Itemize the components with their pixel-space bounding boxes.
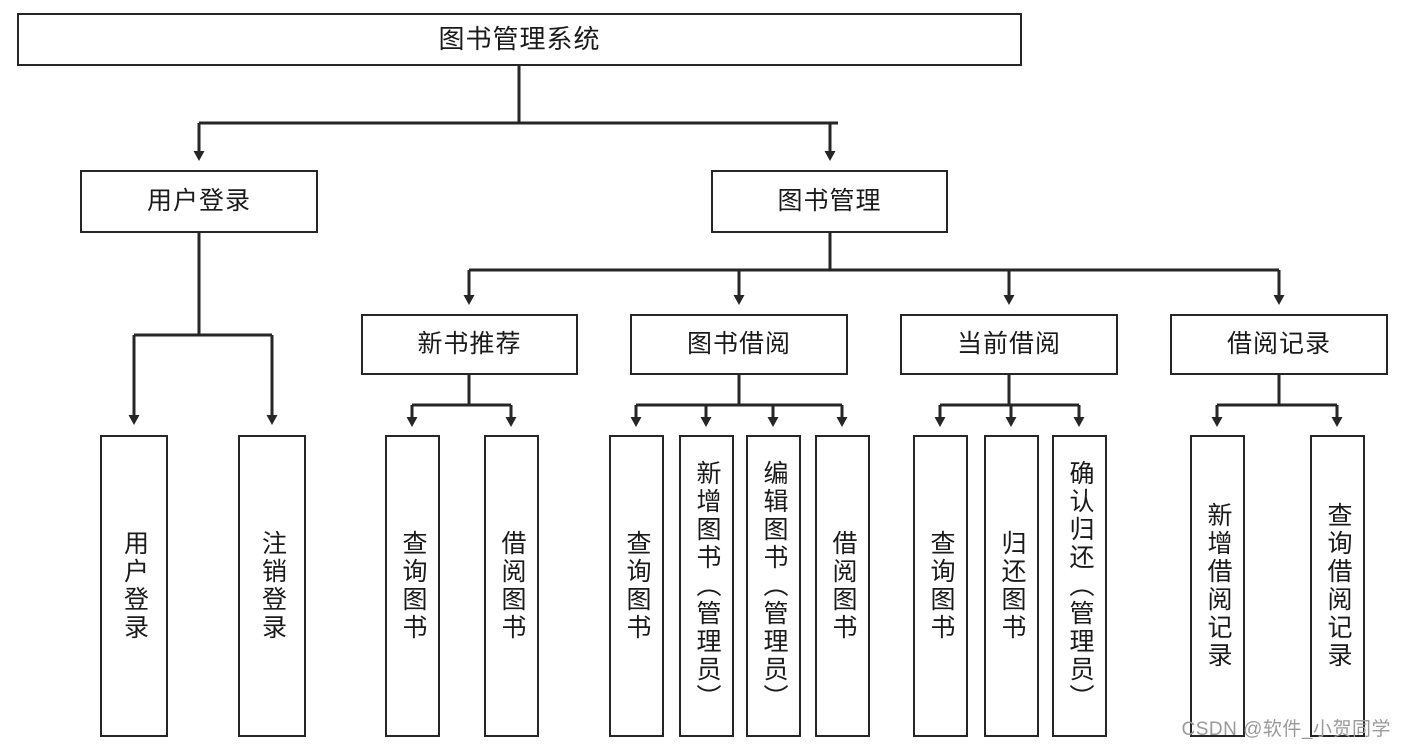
node-borrow-record[interactable]: 借阅记录 bbox=[1170, 314, 1388, 375]
node-root-label: 图书管理系统 bbox=[438, 24, 601, 55]
node-book-management-label: 图书管理 bbox=[777, 186, 882, 215]
leaf-query-borrow-record-label: 查询借阅记录 bbox=[1324, 502, 1352, 670]
node-user-login[interactable]: 用户登录 bbox=[80, 170, 318, 233]
node-root[interactable]: 图书管理系统 bbox=[17, 13, 1022, 66]
leaf-query-book-borrow[interactable]: 查询图书 bbox=[609, 435, 664, 737]
node-user-login-label: 用户登录 bbox=[146, 186, 251, 215]
leaf-add-borrow-record[interactable]: 新增借阅记录 bbox=[1190, 435, 1245, 737]
node-new-book-recommend-label: 新书推荐 bbox=[417, 329, 522, 358]
leaf-borrow-book[interactable]: 借阅图书 bbox=[815, 435, 870, 737]
leaf-logout[interactable]: 注销登录 bbox=[238, 435, 306, 737]
node-borrow-record-label: 借阅记录 bbox=[1226, 329, 1331, 358]
leaf-return-book-label: 归还图书 bbox=[998, 530, 1026, 642]
leaf-borrow-book-label: 借阅图书 bbox=[829, 530, 857, 642]
leaf-add-book-admin[interactable]: 新增图书（管理员） bbox=[679, 435, 734, 737]
leaf-confirm-return-admin-label: 确认归还（管理员） bbox=[1066, 460, 1094, 712]
leaf-query-book-current-label: 查询图书 bbox=[927, 530, 955, 642]
leaf-borrow-book-rec[interactable]: 借阅图书 bbox=[484, 435, 539, 737]
node-book-management[interactable]: 图书管理 bbox=[711, 170, 948, 233]
leaf-add-borrow-record-label: 新增借阅记录 bbox=[1204, 502, 1232, 670]
leaf-query-book-current[interactable]: 查询图书 bbox=[913, 435, 968, 737]
leaf-return-book[interactable]: 归还图书 bbox=[984, 435, 1039, 737]
watermark: CSDN @软件_小贺同学 bbox=[1181, 719, 1391, 740]
leaf-query-book-rec[interactable]: 查询图书 bbox=[385, 435, 440, 737]
leaf-edit-book-admin[interactable]: 编辑图书（管理员） bbox=[746, 435, 801, 737]
leaf-logout-label: 注销登录 bbox=[258, 530, 287, 642]
leaf-borrow-book-rec-label: 借阅图书 bbox=[498, 530, 526, 642]
leaf-edit-book-admin-label: 编辑图书（管理员） bbox=[760, 460, 788, 712]
leaf-user-login[interactable]: 用户登录 bbox=[100, 435, 168, 737]
node-book-borrow-label: 图书借阅 bbox=[686, 329, 791, 358]
leaf-query-borrow-record[interactable]: 查询借阅记录 bbox=[1310, 435, 1365, 737]
node-current-borrow-label: 当前借阅 bbox=[956, 329, 1061, 358]
node-book-borrow[interactable]: 图书借阅 bbox=[630, 314, 848, 375]
node-new-book-recommend[interactable]: 新书推荐 bbox=[361, 314, 578, 375]
leaf-query-book-borrow-label: 查询图书 bbox=[623, 530, 651, 642]
leaf-add-book-admin-label: 新增图书（管理员） bbox=[693, 460, 721, 712]
leaf-query-book-rec-label: 查询图书 bbox=[399, 530, 427, 642]
node-current-borrow[interactable]: 当前借阅 bbox=[900, 314, 1118, 375]
leaf-user-login-label: 用户登录 bbox=[120, 530, 149, 642]
leaf-confirm-return-admin[interactable]: 确认归还（管理员） bbox=[1052, 435, 1107, 737]
